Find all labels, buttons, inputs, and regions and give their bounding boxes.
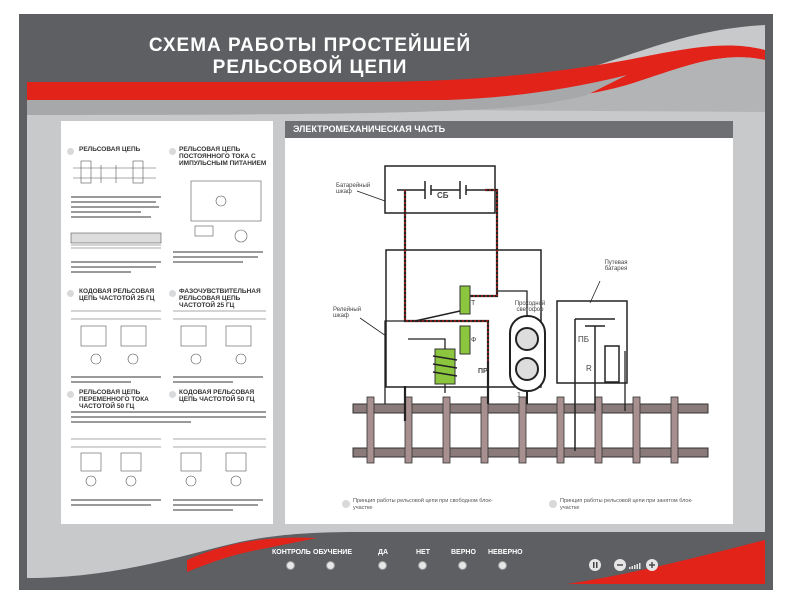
- t-coil: [459, 285, 471, 315]
- rail-circuit-diagram: [342, 165, 709, 508]
- left-panel-schematics: [70, 160, 266, 511]
- section-title: РЕЛЬСОВАЯ ЦЕПЬ: [79, 146, 141, 153]
- section-title: КОДОВАЯ РЕЛЬСОВАЯ ЦЕПЬ ЧАСТОТОЙ 25 ГЦ: [79, 288, 155, 302]
- f-coil: [459, 325, 471, 355]
- section-dot[interactable]: [169, 290, 176, 297]
- section-title: КОДОВАЯ РЕЛЬСОВАЯ ЦЕПЬ ЧАСТОТОЙ 50 ГЦ: [179, 389, 255, 403]
- pr-label: ПР: [478, 368, 488, 375]
- caption-occupied-block: Принцип работы рельсовой цепи при занято…: [560, 498, 693, 511]
- track-battery-cabinet: [556, 300, 628, 384]
- sb-label: СБ: [437, 191, 449, 200]
- no-label: НЕТ: [416, 549, 430, 556]
- right-panel-header: ЭЛЕКТРОМЕХАНИЧЕСКАЯ ЧАСТЬ: [285, 121, 733, 138]
- relay-pr: [432, 348, 458, 385]
- f-label: Ф: [471, 337, 477, 344]
- section-dot[interactable]: [169, 391, 176, 398]
- t-label: Т: [471, 300, 476, 307]
- pb-label: ПБ: [578, 335, 589, 344]
- correct-button[interactable]: [458, 561, 467, 570]
- yes-label: ДА: [378, 549, 389, 556]
- page-title: СХЕМА РАБОТЫ ПРОСТЕЙШЕЙ РЕЛЬСОВОЙ ЦЕПИ: [75, 35, 535, 79]
- signal-label: Проходной светофор: [514, 301, 546, 313]
- header-banner: [27, 20, 765, 115]
- section-title: РЕЛЬСОВАЯ ЦЕПЬ ПЕРЕМЕННОГО ТОКА ЧАСТОТОЙ…: [79, 389, 149, 410]
- no-button[interactable]: [418, 561, 427, 570]
- track-battery-label: Путевая батарея: [604, 260, 628, 272]
- incorrect-label: НЕВЕРНО: [488, 549, 523, 556]
- training-label: ОБУЧЕНИЕ: [313, 549, 352, 556]
- caption-free-block: Принцип работы рельсовой цепи при свобод…: [353, 498, 493, 511]
- caption-dot-2[interactable]: [549, 500, 557, 508]
- media-controls: [589, 559, 658, 571]
- relay-cabinet-label: Релейный шкаф: [333, 307, 362, 319]
- left-panel: РЕЛЬСОВАЯ ЦЕПЬ РЕЛЬСОВАЯ ЦЕПЬ ПОСТОЯННОГ…: [61, 121, 273, 524]
- title-line-1: СХЕМА РАБОТЫ ПРОСТЕЙШЕЙ: [148, 35, 472, 56]
- incorrect-button[interactable]: [498, 561, 507, 570]
- yes-button[interactable]: [378, 561, 387, 570]
- footer-banner: [27, 532, 765, 584]
- control-button[interactable]: [286, 561, 295, 570]
- volume-bars-icon: [629, 563, 641, 569]
- section-title: РЕЛЬСОВАЯ ЦЕПЬ ПОСТОЯННОГО ТОКА С ИМПУЛЬ…: [179, 146, 267, 167]
- section-dot[interactable]: [67, 391, 74, 398]
- caption-dot-1[interactable]: [342, 500, 350, 508]
- pause-icon[interactable]: [589, 559, 601, 571]
- section-dot[interactable]: [67, 290, 74, 297]
- section-dot[interactable]: [67, 148, 74, 155]
- relay-cabinet: [385, 249, 542, 388]
- track: [352, 396, 709, 464]
- battery-cabinet-label: Батарейный шкаф: [336, 183, 371, 195]
- control-label: КОНТРОЛЬ: [272, 549, 311, 556]
- section-title: ФАЗОЧУВСТВИТЕЛЬНАЯ РЕЛЬСОВАЯ ЦЕПЬ ЧАСТОТ…: [179, 288, 261, 309]
- section-dot[interactable]: [169, 148, 176, 155]
- title-line-2: РЕЛЬСОВОЙ ЦЕПИ: [212, 57, 408, 78]
- correct-label: ВЕРНО: [451, 549, 476, 556]
- signal-number-label: 1: [517, 392, 521, 399]
- r-label: R: [586, 364, 592, 373]
- training-button[interactable]: [326, 561, 335, 570]
- signal-light: [509, 315, 546, 404]
